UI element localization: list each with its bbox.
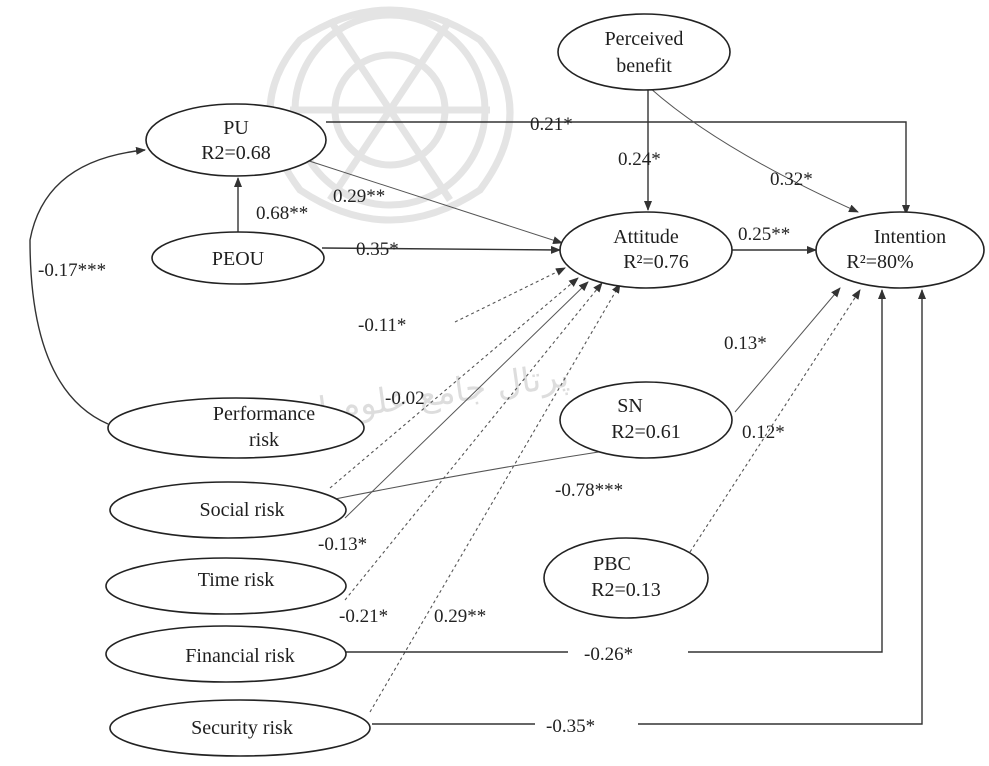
node-sn: SN R2=0.61 bbox=[559, 381, 733, 459]
node-intention: Intention R²=80% bbox=[815, 211, 985, 289]
coef-benefit-intention: 0.32* bbox=[770, 169, 813, 190]
edge-financial-intention bbox=[346, 290, 882, 653]
coef-attitude-intention: 0.25** bbox=[738, 224, 790, 245]
edge-social-attitude bbox=[329, 277, 579, 489]
node-attitude: Attitude R²=0.76 bbox=[559, 211, 733, 289]
node-social-risk-label: Social risk bbox=[200, 499, 285, 521]
coef-security-intention: -0.35* bbox=[546, 716, 595, 737]
edge-social-sn bbox=[329, 445, 625, 501]
coef-pbc-intention: 0.12* bbox=[742, 422, 785, 443]
node-time-risk-label: Time risk bbox=[198, 569, 275, 591]
edge-benefit-intention bbox=[649, 87, 859, 213]
coef-sn-intention: 0.13* bbox=[724, 333, 767, 354]
coef-security-attitude: 0.29** bbox=[434, 606, 486, 627]
node-security-risk: Security risk bbox=[109, 699, 371, 757]
edge-pu-intention bbox=[326, 121, 910, 215]
node-pbc-label-1: PBC bbox=[593, 553, 631, 575]
node-performance-risk-label-1: Performance bbox=[213, 403, 315, 425]
coef-perf-attitude: -0.11* bbox=[358, 315, 406, 336]
edge-perf-attitude bbox=[454, 267, 566, 323]
node-perceived-benefit-label-1: Perceived bbox=[605, 28, 684, 50]
coef-pu-attitude: 0.29** bbox=[333, 186, 385, 207]
coef-financial-intention: -0.26* bbox=[584, 644, 633, 665]
coef-financial-attitude: -0.21* bbox=[339, 606, 388, 627]
edge-security-intention bbox=[372, 290, 922, 725]
node-time-risk: Time risk bbox=[105, 557, 347, 615]
node-pbc-label-2: R2=0.13 bbox=[591, 579, 661, 601]
edge-time-attitude bbox=[344, 281, 589, 519]
coef-pu-intention: 0.21* bbox=[530, 114, 573, 135]
node-performance-risk: Performance risk bbox=[107, 397, 365, 459]
edge-financial-attitude bbox=[344, 282, 603, 601]
node-intention-label-1: Intention bbox=[874, 226, 946, 248]
coef-peou-attitude: 0.35* bbox=[356, 239, 399, 260]
node-financial-risk-label: Financial risk bbox=[185, 645, 294, 667]
edge-perf-pu bbox=[29, 146, 146, 425]
node-attitude-label-2: R²=0.76 bbox=[623, 251, 689, 273]
edge-peou-attitude bbox=[321, 245, 561, 254]
node-peou: PEOU bbox=[151, 231, 325, 285]
edge-sn-intention bbox=[734, 287, 841, 413]
node-performance-risk-label-2: risk bbox=[249, 429, 279, 451]
path-coefficients: 0.21* 0.24* 0.32* 0.29** 0.68** 0.35* 0.… bbox=[38, 114, 813, 737]
coef-social-attitude: -0.02 bbox=[385, 388, 425, 409]
node-perceived-benefit-label-2: benefit bbox=[616, 55, 672, 77]
node-attitude-label-1: Attitude bbox=[613, 226, 679, 248]
coef-time-attitude: -0.13* bbox=[318, 534, 367, 555]
node-social-risk: Social risk bbox=[109, 481, 347, 539]
coef-social-sn: -0.78*** bbox=[555, 480, 623, 501]
coef-perf-pu: -0.17*** bbox=[38, 260, 106, 281]
edge-security-attitude bbox=[369, 283, 621, 713]
node-financial-risk: Financial risk bbox=[105, 625, 347, 683]
node-pbc: PBC R2=0.13 bbox=[543, 537, 709, 619]
node-pu-label-2: R2=0.68 bbox=[201, 142, 271, 164]
node-intention-label-2: R²=80% bbox=[846, 251, 913, 273]
coef-peou-pu: 0.68** bbox=[256, 203, 308, 224]
edge-pu-attitude bbox=[299, 157, 563, 245]
node-pu-label-1: PU bbox=[223, 117, 249, 139]
node-perceived-benefit: Perceived benefit bbox=[557, 13, 731, 91]
node-peou-label: PEOU bbox=[212, 248, 265, 270]
edge-pbc-intention bbox=[689, 289, 861, 553]
coef-benefit-attitude: 0.24* bbox=[618, 149, 661, 170]
node-security-risk-label: Security risk bbox=[191, 717, 293, 739]
node-sn-label-1: SN bbox=[617, 395, 643, 417]
node-pu: PU R2=0.68 bbox=[145, 103, 327, 177]
watermark-ornament: پرتال جامع علوم انسانی bbox=[229, 6, 571, 442]
node-sn-label-2: R2=0.61 bbox=[611, 421, 681, 443]
